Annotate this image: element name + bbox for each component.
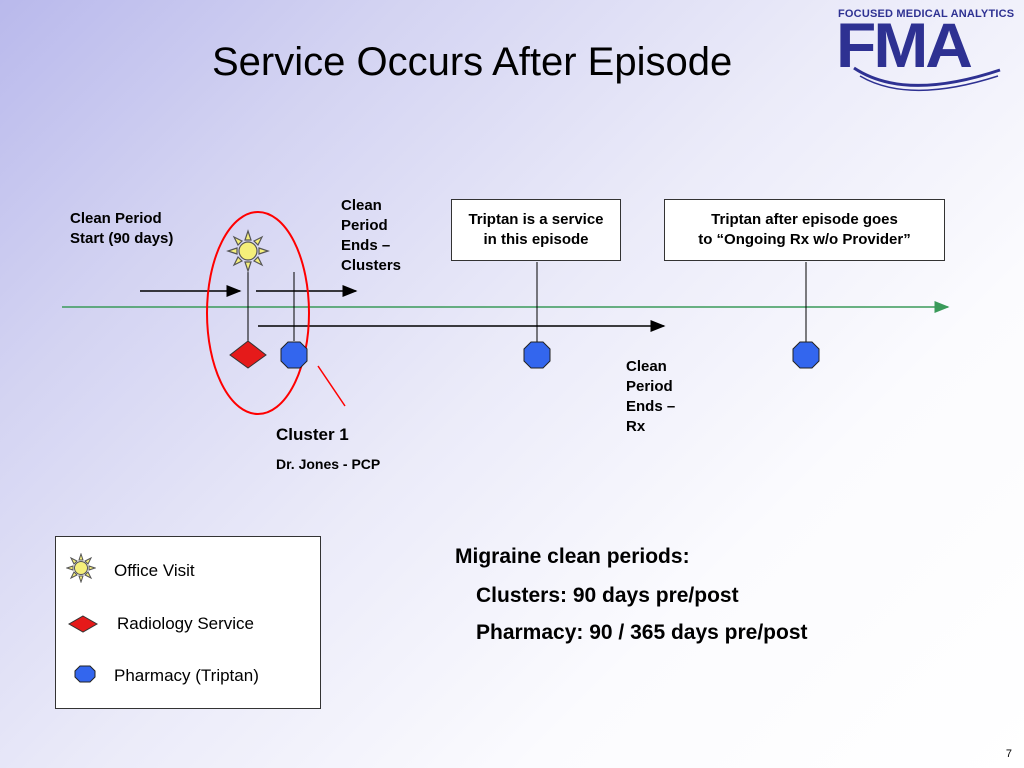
logo-subtitle: FOCUSED MEDICAL ANALYTICS bbox=[838, 8, 1015, 20]
logo: FMA bbox=[836, 10, 973, 81]
clean-period-start-label: Clean Period Start (90 days) bbox=[70, 210, 174, 247]
cluster-circle bbox=[206, 211, 310, 415]
cluster-label: Cluster 1 bbox=[276, 425, 349, 444]
office-visit-icon bbox=[226, 229, 270, 273]
legend-radiology-label: Radiology Service bbox=[117, 614, 255, 633]
pharmacy-icon bbox=[792, 341, 820, 369]
clean-period-ends-rx-label: Clean Period Ends – Rx bbox=[626, 358, 676, 435]
radiology-service-icon bbox=[67, 615, 99, 633]
slide-title: Service Occurs After Episode bbox=[212, 40, 733, 84]
legend-pharmacy-label: Pharmacy (Triptan) bbox=[114, 666, 259, 685]
pharmacy-icon bbox=[523, 341, 551, 369]
cluster-callout-line bbox=[317, 365, 346, 407]
legend: Office Visit Radiology Service Pharmacy … bbox=[55, 536, 321, 709]
pharmacy-icon bbox=[74, 665, 96, 683]
pharmacy-icon bbox=[280, 341, 308, 369]
rules-heading: Migraine clean periods: bbox=[455, 545, 690, 568]
cluster-provider-label: Dr. Jones - PCP bbox=[276, 456, 381, 472]
office-visit-icon bbox=[66, 553, 96, 583]
triptan-after-episode-box: Triptan after episode goes to “Ongoing R… bbox=[664, 199, 945, 261]
radiology-service-icon bbox=[229, 340, 267, 369]
page-number: 7 bbox=[1005, 748, 1012, 760]
logo-swoosh-icon bbox=[853, 66, 1001, 91]
legend-office-visit-label: Office Visit bbox=[114, 561, 195, 580]
triptan-in-episode-box: Triptan is a service in this episode bbox=[451, 199, 621, 261]
clean-period-ends-clusters-label: Clean Period Ends – Clusters bbox=[341, 197, 402, 274]
rules-pharmacy: Pharmacy: 90 / 365 days pre/post bbox=[476, 621, 808, 644]
rules-clusters: Clusters: 90 days pre/post bbox=[476, 584, 739, 607]
